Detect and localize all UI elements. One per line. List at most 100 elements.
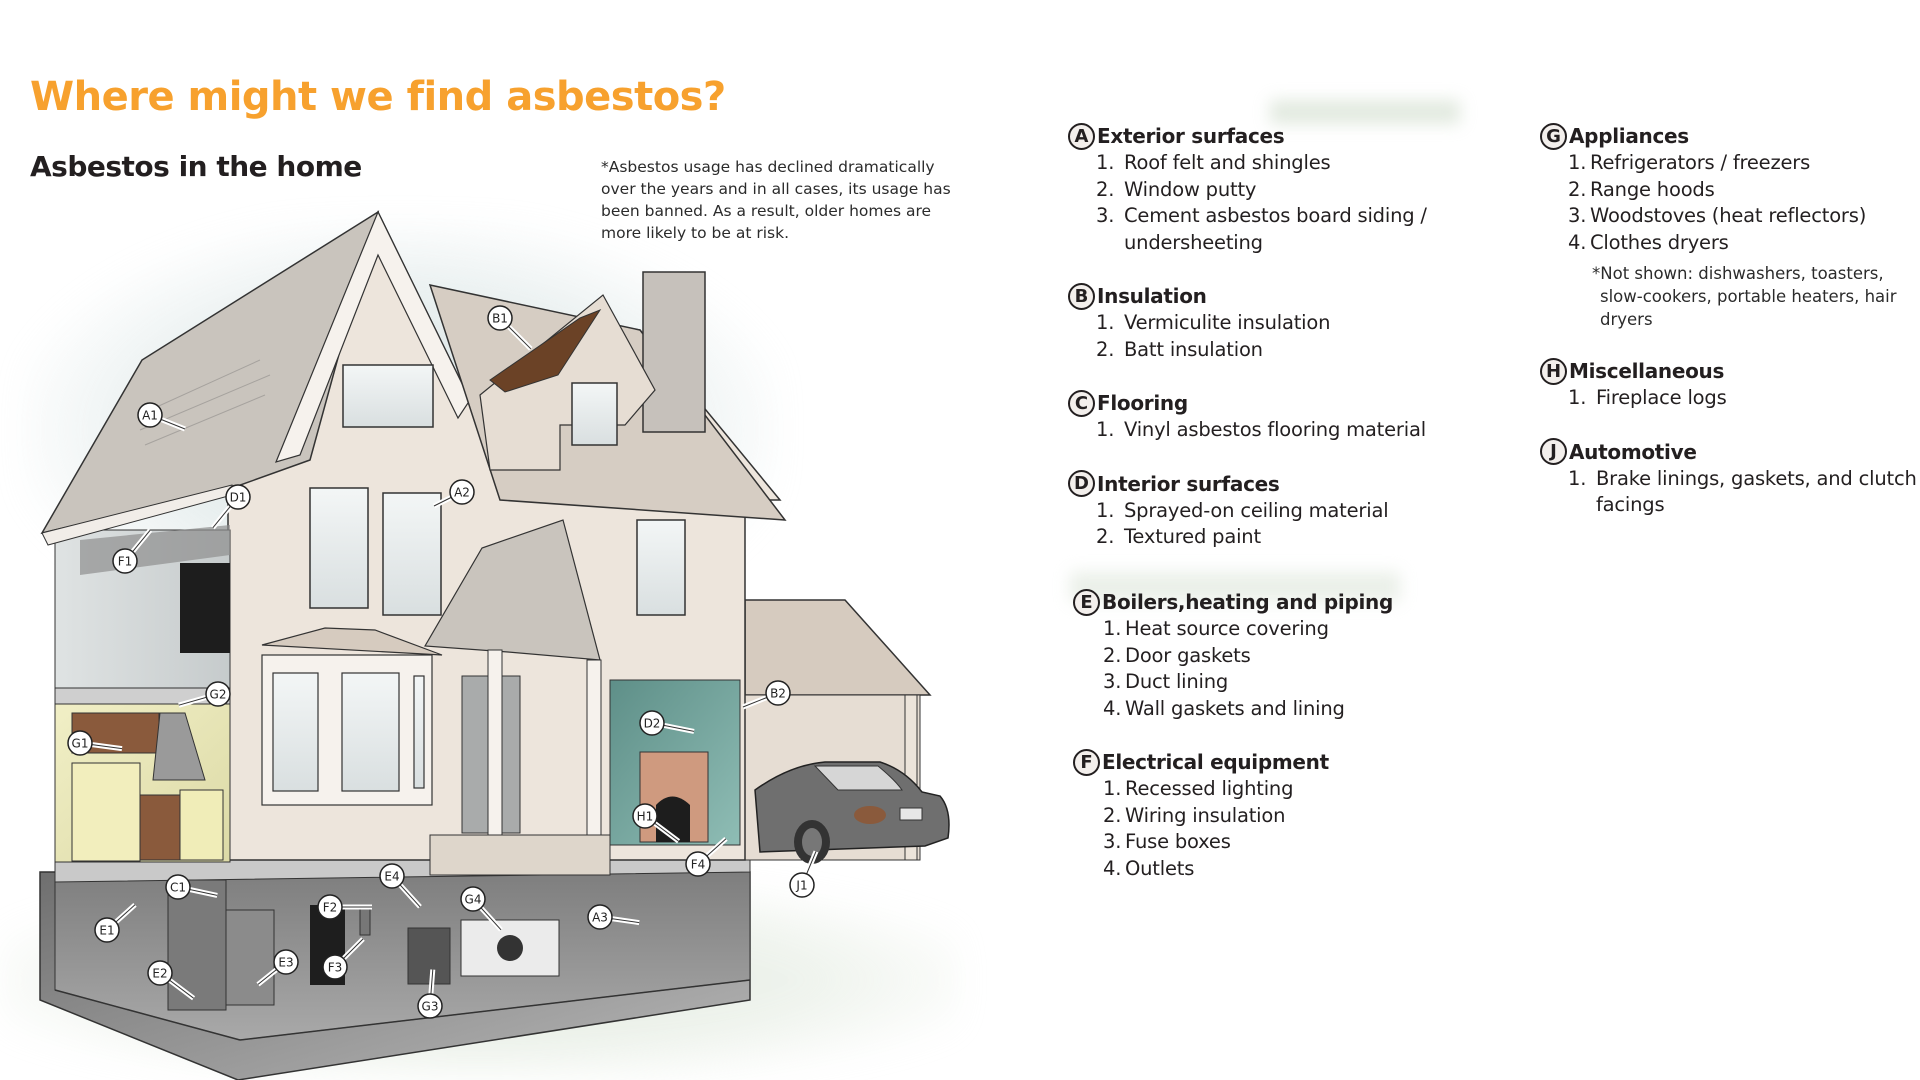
legend-item-list: 1.Fireplace logs — [1540, 385, 1920, 412]
legend-group-note: *Not shown: dishwashers, toasters, slow-… — [1592, 264, 1897, 329]
callout-circle-icon — [165, 874, 191, 900]
callout-circle-icon — [147, 960, 173, 986]
garage-roof — [744, 599, 932, 696]
callout-b2: B2 — [742, 680, 791, 710]
legend-item-text: Woodstoves (heat reflectors) — [1590, 204, 1867, 227]
letter-badge-icon: D — [1068, 470, 1095, 497]
callout-f4: F4 — [685, 836, 728, 877]
callout-circle-icon — [67, 730, 93, 756]
legend-item-number: 2. — [1103, 803, 1122, 827]
legend-group-title: Miscellaneous — [1569, 359, 1725, 383]
legend-item: 3.Fuse boxes — [1103, 829, 1473, 856]
callout-b1: B1 — [487, 305, 533, 351]
legend-group-title: Flooring — [1097, 391, 1188, 415]
callout-label: A1 — [142, 409, 158, 423]
callout-e2: E2 — [147, 960, 196, 1001]
legend-item-text: Outlets — [1125, 856, 1195, 880]
legend-item-text: Heat source covering — [1125, 617, 1329, 640]
legend-item-text: Duct lining — [1125, 670, 1229, 693]
callout-label: G4 — [465, 893, 482, 907]
legend-item-number: 1. — [1568, 151, 1587, 174]
legend-item-number: 4. — [1103, 856, 1122, 880]
legend-item-number: 2. — [1103, 643, 1122, 667]
callout-e1: E1 — [94, 902, 137, 943]
legend-item-number: 1. — [1096, 498, 1115, 522]
callout-circle-icon — [225, 484, 251, 510]
legend-item: 2.Door gaskets — [1103, 643, 1473, 670]
insulation-b1 — [489, 308, 602, 393]
porch-steps — [429, 834, 611, 876]
legend-item-number: 1. — [1568, 466, 1587, 490]
legend-item: 3.Woodstoves (heat reflectors) — [1568, 203, 1920, 230]
callout-circle-icon — [765, 680, 791, 706]
callout-circle-icon — [460, 886, 486, 912]
callout-g3: G3 — [417, 969, 443, 1019]
legend-item-text: Window putty — [1124, 177, 1257, 201]
legend-group-title: Interior surfaces — [1097, 471, 1280, 496]
callout-f1: F1 — [112, 528, 153, 574]
letter-badge-icon: E — [1073, 588, 1100, 616]
legend-item-text: Brake linings, gaskets, and clutch facin… — [1596, 466, 1917, 517]
callout-label: F1 — [118, 555, 133, 569]
callout-e3: E3 — [256, 949, 299, 987]
callout-circle-icon — [487, 305, 513, 331]
page-title: Where might we find asbestos? — [30, 74, 726, 120]
callout-g1: G1 — [67, 730, 123, 756]
legend-group-title: Boilers,heating and piping — [1102, 590, 1393, 614]
callout-label: E4 — [384, 870, 399, 884]
legend-item: 3.Duct lining — [1103, 669, 1473, 696]
stove — [179, 789, 224, 861]
legend-item: 2.Textured paint — [1096, 524, 1468, 551]
callout-circle-icon — [587, 904, 613, 930]
legend-item-number: 1. — [1103, 777, 1122, 800]
callout-circle-icon — [417, 993, 443, 1019]
callout-circle-icon — [273, 949, 299, 975]
legend-item-number: 3. — [1103, 670, 1122, 693]
callout-label: E1 — [99, 924, 114, 938]
letter-badge-icon: A — [1068, 122, 1095, 150]
legend-item: 1.Refrigerators / freezers — [1568, 150, 1920, 177]
legend-item-number: 3. — [1568, 204, 1587, 227]
legend-item-text: Wiring insulation — [1125, 803, 1286, 827]
legend-item-text: Clothes dryers — [1590, 230, 1729, 254]
letter-badge-icon: F — [1073, 748, 1100, 776]
legend-item-text: Sprayed-on ceiling material — [1124, 498, 1389, 522]
legend-item-text: Wall gaskets and lining — [1125, 696, 1345, 720]
callout-circle-icon — [685, 851, 711, 877]
callout-label: F4 — [691, 858, 706, 872]
legend-item-list: 1.Vinyl asbestos flooring material — [1068, 417, 1468, 444]
legend-item-text: Fuse boxes — [1125, 830, 1231, 853]
legend-item-number: 2. — [1096, 177, 1115, 201]
legend-item-number: 4. — [1568, 230, 1587, 254]
callout-label: F3 — [328, 961, 343, 975]
legend-item-number: 1. — [1103, 617, 1122, 640]
callout-circle-icon — [317, 894, 343, 920]
callout-markers: A1A2A3B1B2C1D1D2E1E2E3E4F1F2F3F4G1G2G3G4… — [67, 305, 819, 1019]
legend-item-text: Recessed lighting — [1125, 777, 1294, 800]
callout-circle-icon — [137, 402, 163, 428]
legend-item-text: Textured paint — [1124, 525, 1261, 548]
callout-label: G1 — [72, 737, 89, 751]
legend-item-number: 3. — [1103, 830, 1122, 853]
legend-item-text: Fireplace logs — [1596, 386, 1727, 409]
callout-f2: F2 — [317, 894, 372, 920]
callout-label: J1 — [795, 879, 807, 893]
legend-item-number: 1. — [1096, 418, 1115, 441]
callout-label: A3 — [592, 911, 608, 925]
